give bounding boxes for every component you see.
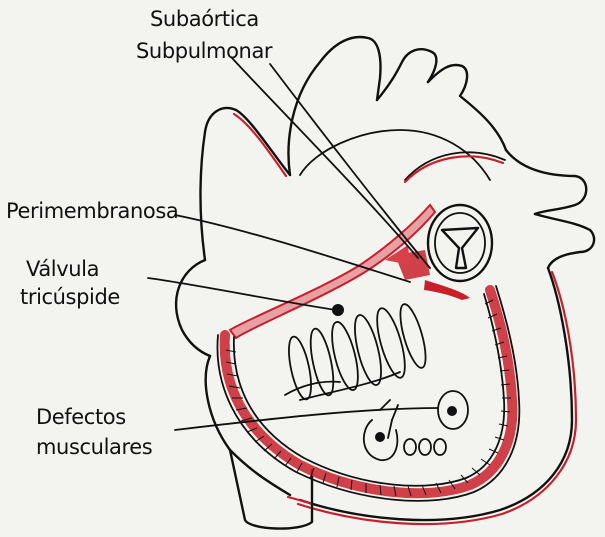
valve-cusps bbox=[442, 228, 478, 268]
right-atrium-outline bbox=[176, 260, 210, 356]
leader-subpulmonar bbox=[270, 64, 430, 268]
aorta-branch-1 bbox=[377, 49, 436, 100]
leader-subaortica bbox=[232, 58, 418, 258]
leader-perimembranosa bbox=[175, 215, 410, 282]
label-defectos: Defectos bbox=[36, 405, 126, 429]
muscular-defects bbox=[364, 391, 468, 460]
muscular-defect-4 bbox=[419, 439, 431, 455]
ivc-red-shade bbox=[288, 497, 310, 503]
svc-red-shade bbox=[234, 114, 286, 176]
chorda-6 bbox=[395, 302, 430, 370]
wall-hatching bbox=[226, 300, 511, 496]
chorda-4 bbox=[350, 313, 387, 388]
aortic-root-line bbox=[300, 130, 490, 180]
heart-outline bbox=[176, 37, 594, 529]
perimembranous-defect bbox=[424, 280, 470, 300]
valve-ring-outer bbox=[428, 205, 492, 281]
label-subpulmonar: Subpulmonar bbox=[136, 39, 273, 63]
tricuspid-chordae bbox=[285, 302, 431, 401]
label-subaortica: Subaórtica bbox=[150, 7, 259, 31]
leader-defectos-2 bbox=[388, 420, 392, 438]
chordae-base bbox=[285, 372, 400, 400]
muscular-defect-5 bbox=[434, 439, 446, 455]
label-tricuspide: tricúspide bbox=[20, 285, 120, 309]
label-musculares: musculares bbox=[36, 435, 152, 459]
valve-ring-inner bbox=[435, 213, 485, 273]
label-perimembranosa: Perimembranosa bbox=[6, 199, 178, 223]
superior-vena-cava bbox=[200, 108, 290, 260]
muscular-defect-1-dot bbox=[447, 406, 457, 416]
pulmonary-artery-bottom bbox=[535, 214, 594, 268]
label-valvula: Válvula bbox=[26, 257, 99, 281]
semilunar-valve bbox=[428, 205, 492, 281]
muscular-defect-2-dot bbox=[375, 432, 385, 442]
pulmonary-artery-top bbox=[506, 150, 586, 214]
muscular-defect-3 bbox=[404, 439, 416, 455]
ventricular-myocardium bbox=[217, 205, 519, 501]
